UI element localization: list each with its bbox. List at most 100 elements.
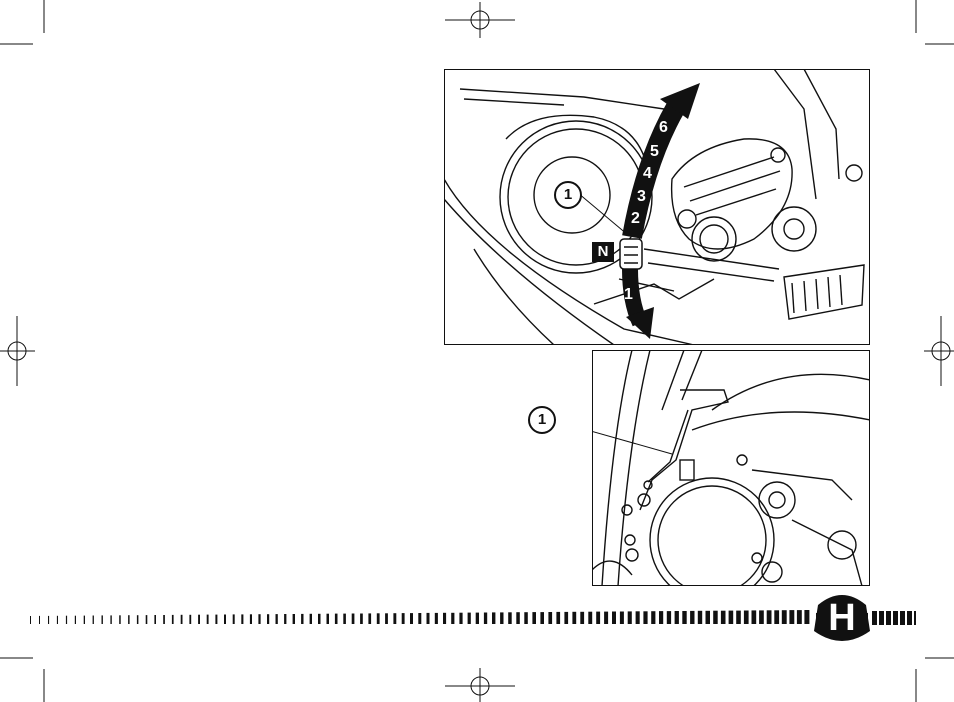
rule-bar	[163, 615, 165, 624]
rule-bar	[189, 615, 191, 624]
rule-bar	[736, 611, 741, 624]
rule-bar	[258, 614, 260, 624]
rule-bar	[744, 611, 749, 625]
rule-bar	[596, 612, 600, 624]
rule-bar	[612, 612, 616, 625]
gear-label-6: 6	[659, 120, 668, 136]
rule-bar	[706, 611, 711, 624]
rule-bar	[128, 615, 130, 624]
rule-bar	[154, 615, 156, 624]
rule-bar	[572, 612, 576, 624]
rule-bar	[250, 614, 252, 624]
rule-bar	[293, 614, 295, 624]
figure-gear-shift: 1 N 2 3 4 5 6 1	[444, 69, 870, 345]
rule-bar	[516, 612, 520, 624]
rule-bar	[682, 611, 686, 624]
rule-bar	[207, 615, 209, 624]
rule-bar	[146, 615, 148, 624]
registration-mark-bottom	[445, 668, 515, 702]
figure-shift-lever: 1	[592, 350, 870, 586]
rule-bar	[564, 612, 568, 624]
neutral-indicator: N	[592, 242, 614, 262]
rule-bar	[402, 613, 405, 624]
rule-bar	[267, 614, 269, 624]
rule-bar	[451, 613, 454, 624]
rule-bar	[84, 616, 85, 624]
callout-top-1: 1	[554, 181, 582, 209]
rule-bar	[643, 611, 647, 624]
rule-bar	[39, 616, 40, 624]
rule-bar	[667, 611, 671, 624]
rule-bar	[66, 616, 67, 624]
rule-bar	[102, 615, 103, 624]
rule-bar	[759, 610, 764, 624]
rule-bar	[782, 610, 787, 624]
rule-bar	[172, 615, 174, 624]
gear-label-3: 3	[637, 189, 646, 205]
rule-bar	[459, 613, 462, 624]
rule-bar	[343, 614, 346, 624]
rule-bar	[774, 610, 779, 624]
rule-bar	[713, 611, 718, 624]
rule-bar	[500, 612, 503, 624]
rule-bar	[360, 614, 363, 625]
engine-drawing-bottom	[592, 350, 870, 586]
rule-bar	[224, 615, 226, 625]
rule-bar	[468, 613, 471, 624]
rule-bar	[620, 612, 624, 625]
gear-label-1-down: 1	[624, 287, 633, 303]
rule-bar	[789, 610, 794, 624]
footer-bar-right	[872, 611, 916, 625]
rule-bar	[427, 613, 430, 624]
gear-label-5: 5	[650, 144, 659, 160]
rule-bar	[492, 612, 495, 624]
callout-bottom-1: 1	[528, 406, 556, 434]
rule-bar	[797, 610, 802, 624]
rule-bar	[628, 611, 632, 624]
gear-label-4: 4	[643, 166, 652, 182]
rule-bar	[804, 610, 809, 624]
rule-bar	[57, 616, 58, 624]
gear-label-2: 2	[631, 211, 640, 227]
rule-bar	[284, 614, 286, 624]
rule-bar	[443, 613, 446, 624]
rule-bar	[181, 615, 183, 624]
rule-bar	[119, 615, 121, 624]
registration-mark-top	[445, 2, 515, 38]
rule-bar	[377, 613, 380, 624]
rule-bar	[729, 611, 734, 624]
rule-bar	[327, 614, 330, 624]
rule-bar	[30, 616, 31, 624]
rule-bar	[215, 615, 217, 624]
brand-logo: H	[812, 591, 872, 645]
shift-lever-knob	[620, 239, 642, 269]
engine-drawing-top	[444, 69, 870, 345]
rule-bar	[393, 613, 396, 624]
rule-bar	[385, 613, 388, 624]
registration-mark-left	[0, 316, 35, 386]
rule-bar	[604, 612, 608, 624]
rule-bar	[540, 612, 544, 624]
rule-bar	[588, 612, 592, 624]
rule-bar	[352, 614, 355, 625]
rule-bar	[556, 612, 560, 624]
rule-bar	[721, 611, 726, 624]
rule-bar	[48, 616, 49, 624]
rule-bar	[318, 614, 321, 624]
rule-bar	[137, 615, 139, 624]
rule-bar	[767, 610, 772, 624]
rule-bar	[524, 612, 528, 624]
rule-bar	[636, 611, 640, 624]
rule-bar	[198, 615, 200, 624]
logo-letter: H	[828, 597, 856, 639]
rule-bar	[690, 611, 694, 624]
rule-bar	[241, 614, 243, 624]
rule-bar	[659, 611, 663, 624]
rule-bar	[368, 613, 371, 624]
rule-bar	[651, 611, 655, 624]
rule-bar	[93, 616, 94, 625]
rule-bar	[435, 613, 438, 624]
rule-bar	[233, 614, 235, 624]
rule-bar	[301, 614, 303, 624]
rule-bar	[418, 613, 421, 624]
